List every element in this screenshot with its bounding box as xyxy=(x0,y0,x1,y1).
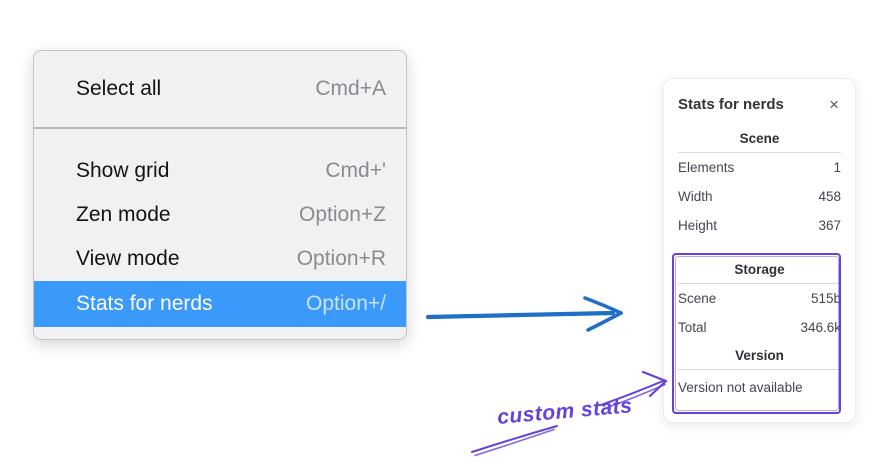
stat-row-total-storage: Total 346.6k xyxy=(678,313,841,342)
stat-label: Total xyxy=(678,319,707,335)
stat-row-elements: Elements 1 xyxy=(678,153,841,182)
stat-value: 458 xyxy=(818,188,841,204)
menu-item-shortcut: Option+/ xyxy=(306,292,386,315)
menu-item-zen-mode[interactable]: Zen mode Option+Z xyxy=(34,193,406,237)
menu-item-select-all[interactable]: Select all Cmd+A xyxy=(34,67,406,111)
menu-item-label: View mode xyxy=(76,247,180,270)
stat-label: Width xyxy=(678,188,713,204)
stat-row-height: Height 367 xyxy=(678,211,841,240)
stat-value: 367 xyxy=(818,217,841,233)
stats-panel-header: Stats for nerds × xyxy=(678,93,841,115)
stat-label: Elements xyxy=(678,159,735,175)
menu-item-shortcut: Option+Z xyxy=(299,203,386,226)
stat-row-scene-storage: Scene 515b xyxy=(678,284,841,313)
stat-label: Height xyxy=(678,217,718,233)
menu-item-shortcut: Cmd+' xyxy=(325,159,386,182)
close-icon[interactable]: × xyxy=(829,94,839,114)
menu-item-shortcut: Cmd+A xyxy=(315,77,386,100)
section-heading-storage: Storage xyxy=(678,262,841,284)
menu-item-label: Show grid xyxy=(76,159,170,182)
menu-item-label: Select all xyxy=(76,77,162,100)
section-heading-scene: Scene xyxy=(678,131,841,153)
menu-group-bottom: Show grid Cmd+' Zen mode Option+Z View m… xyxy=(34,129,406,339)
stat-label: Scene xyxy=(678,290,717,306)
context-menu: Select all Cmd+A Show grid Cmd+' Zen mod… xyxy=(33,50,407,340)
menu-item-label: Stats for nerds xyxy=(76,292,213,315)
menu-item-shortcut: Option+R xyxy=(296,247,386,270)
section-heading-version: Version xyxy=(678,348,841,370)
menu-item-show-grid[interactable]: Show grid Cmd+' xyxy=(34,149,406,193)
menu-item-view-mode[interactable]: View mode Option+R xyxy=(34,237,406,281)
arrow-right-icon xyxy=(425,296,623,332)
menu-item-label: Zen mode xyxy=(76,203,171,226)
stat-value: 515b xyxy=(810,290,841,306)
menu-divider xyxy=(34,127,406,129)
version-note: Version not available xyxy=(678,380,803,395)
stat-row-width: Width 458 xyxy=(678,182,841,211)
menu-group-top: Select all Cmd+A xyxy=(34,51,406,127)
stat-value: 1 xyxy=(833,159,841,175)
stat-value: 346.6k xyxy=(800,319,841,335)
panel-title: Stats for nerds xyxy=(678,95,784,113)
custom-stats-annotation: custom stats xyxy=(496,394,634,429)
menu-item-stats-for-nerds[interactable]: Stats for nerds Option+/ xyxy=(34,281,406,327)
stats-panel: Stats for nerds × Scene Elements 1 Width… xyxy=(663,78,856,423)
